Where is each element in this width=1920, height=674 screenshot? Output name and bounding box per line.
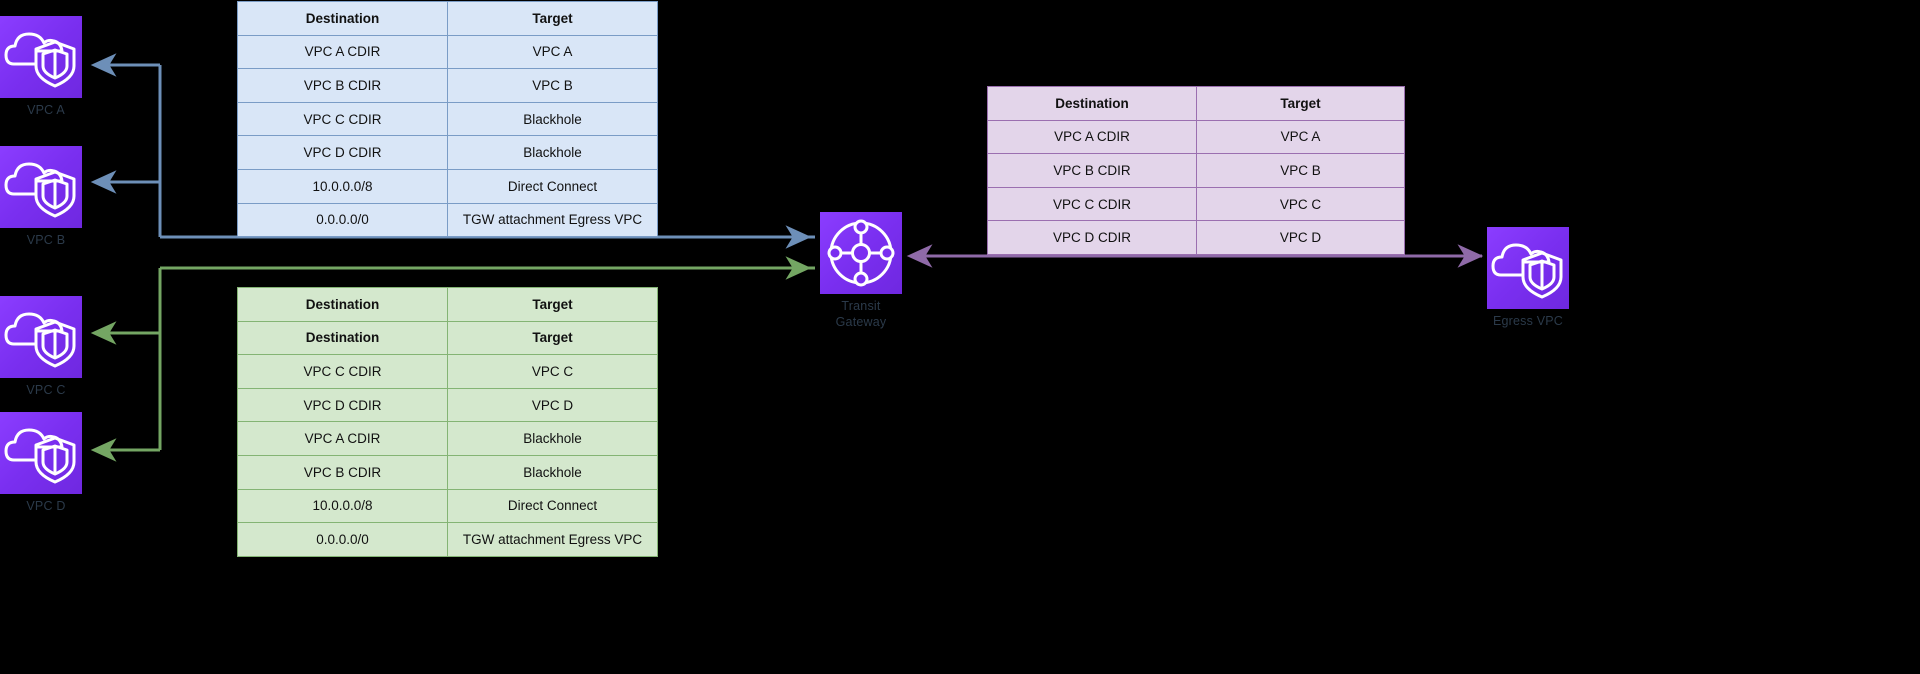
- node-vpc-c[interactable]: VPC C: [0, 296, 82, 398]
- cell-destination: VPC C CDIR: [237, 101, 448, 137]
- vpc-cloud-shield-icon: [0, 296, 82, 378]
- cell-destination: VPC C CDIR: [237, 354, 448, 389]
- cell-target: Direct Connect: [447, 488, 658, 524]
- cell-destination: VPC A CDIR: [987, 119, 1197, 155]
- cell-target: Blackhole: [447, 454, 658, 490]
- cell-destination: 10.0.0.0/8: [237, 168, 448, 204]
- node-label-vpc-d: VPC D: [26, 499, 66, 513]
- cell-target: VPC B: [1196, 153, 1405, 188]
- cell-destination: VPC C CDIR: [987, 186, 1197, 222]
- cell-target: TGW attachment Egress VPC: [447, 522, 658, 557]
- green-route-table[interactable]: Destination Target Destination Target VP…: [237, 287, 658, 557]
- table-header-row-duplicate: Destination Target: [237, 320, 658, 356]
- cell-target: VPC A: [1196, 119, 1405, 155]
- cell-destination: VPC D CDIR: [237, 387, 448, 423]
- node-label-transit-gateway: Transit Gateway: [835, 299, 887, 329]
- table-header-row: Destination Target: [237, 1, 658, 36]
- node-vpc-b[interactable]: VPC B: [0, 146, 82, 248]
- column-header-target: Target: [1196, 86, 1405, 121]
- node-vpc-d[interactable]: VPC D: [0, 412, 82, 514]
- blue-route-table[interactable]: Destination Target VPC A CDIR VPC A VPC …: [237, 1, 658, 238]
- purple-route-table[interactable]: Destination Target VPC A CDIR VPC A VPC …: [987, 86, 1405, 255]
- table-row[interactable]: VPC B CDIR Blackhole: [237, 454, 658, 490]
- cell-target: Blackhole: [447, 421, 658, 456]
- cell-target: VPC C: [447, 354, 658, 389]
- column-header-destination: Destination: [987, 86, 1197, 121]
- cell-destination: VPC D CDIR: [987, 220, 1197, 255]
- cell-destination: VPC B CDIR: [237, 68, 448, 103]
- cell-target: VPC D: [447, 387, 658, 423]
- column-header-target: Target: [447, 287, 658, 322]
- cell-target: Blackhole: [447, 101, 658, 137]
- cell-destination: 0.0.0.0/0: [237, 522, 448, 557]
- table-row[interactable]: VPC D CDIR VPC D: [987, 220, 1405, 255]
- node-transit-gateway[interactable]: Transit Gateway: [820, 212, 902, 330]
- table-header-row: Destination Target: [987, 86, 1405, 121]
- cell-target: VPC D: [1196, 220, 1405, 255]
- cell-destination: VPC A CDIR: [237, 34, 448, 70]
- node-label-vpc-a: VPC A: [27, 103, 65, 117]
- table-row[interactable]: VPC D CDIR VPC D: [237, 387, 658, 423]
- column-header-destination: Destination: [237, 287, 448, 322]
- node-label-vpc-c: VPC C: [26, 383, 66, 397]
- table-row[interactable]: 10.0.0.0/8 Direct Connect: [237, 168, 658, 204]
- cell-destination: 10.0.0.0/8: [237, 488, 448, 524]
- blue-route-table-body: Destination Target VPC A CDIR VPC A VPC …: [237, 1, 658, 238]
- column-header-target: Target: [447, 1, 658, 36]
- table-row[interactable]: VPC C CDIR VPC C: [237, 354, 658, 389]
- cell-destination: VPC A CDIR: [237, 421, 448, 456]
- cell-target: TGW attachment Egress VPC: [447, 202, 658, 238]
- table-row[interactable]: 0.0.0.0/0 TGW attachment Egress VPC: [237, 202, 658, 238]
- vpc-cloud-shield-icon: [1487, 227, 1569, 309]
- table-row[interactable]: 10.0.0.0/8 Direct Connect: [237, 488, 658, 524]
- cell-target: Direct Connect: [447, 168, 658, 204]
- table-header-row: Destination Target: [237, 287, 658, 322]
- table-row[interactable]: VPC A CDIR VPC A: [987, 119, 1405, 155]
- table-row[interactable]: VPC B CDIR VPC B: [237, 68, 658, 103]
- node-label-vpc-b: VPC B: [26, 233, 66, 247]
- cell-destination: VPC B CDIR: [237, 454, 448, 490]
- table-row[interactable]: VPC C CDIR VPC C: [987, 186, 1405, 222]
- cell-target: Blackhole: [447, 135, 658, 170]
- column-header-destination: Destination: [237, 1, 448, 36]
- cell-target: VPC A: [447, 34, 658, 70]
- table-row[interactable]: VPC B CDIR VPC B: [987, 153, 1405, 188]
- vpc-cloud-shield-icon: [0, 412, 82, 494]
- column-header-destination-duplicate: Destination: [237, 320, 448, 356]
- green-route-table-body: Destination Target Destination Target VP…: [237, 287, 658, 557]
- cell-destination: VPC D CDIR: [237, 135, 448, 170]
- purple-route-table-body: Destination Target VPC A CDIR VPC A VPC …: [987, 86, 1405, 255]
- vpc-cloud-shield-icon: [0, 146, 82, 228]
- vpc-cloud-shield-icon: [0, 16, 82, 98]
- table-row[interactable]: VPC A CDIR Blackhole: [237, 421, 658, 456]
- node-label-egress-vpc: Egress VPC: [1492, 314, 1564, 328]
- table-row[interactable]: VPC A CDIR VPC A: [237, 34, 658, 70]
- column-header-target-duplicate: Target: [447, 320, 658, 356]
- cell-target: VPC C: [1196, 186, 1405, 222]
- table-row[interactable]: 0.0.0.0/0 TGW attachment Egress VPC: [237, 522, 658, 557]
- table-row[interactable]: VPC C CDIR Blackhole: [237, 101, 658, 137]
- node-egress-vpc[interactable]: Egress VPC: [1487, 227, 1569, 329]
- node-vpc-a[interactable]: VPC A: [0, 16, 82, 118]
- transit-gateway-hub-icon: [820, 212, 902, 294]
- table-row[interactable]: VPC D CDIR Blackhole: [237, 135, 658, 170]
- cell-destination: 0.0.0.0/0: [237, 202, 448, 238]
- cell-target: VPC B: [447, 68, 658, 103]
- cell-destination: VPC B CDIR: [987, 153, 1197, 188]
